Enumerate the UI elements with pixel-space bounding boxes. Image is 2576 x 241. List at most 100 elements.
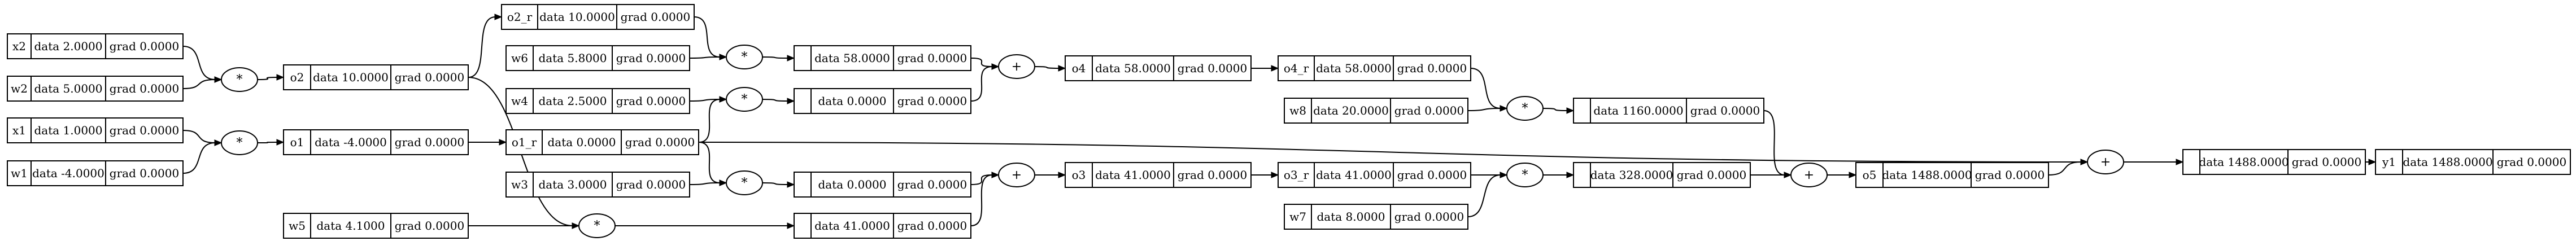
value-node-box bbox=[505, 88, 690, 114]
node-grad-value: grad 0.0000 bbox=[1394, 210, 1464, 224]
op-symbol: * bbox=[742, 176, 748, 190]
op-node-ellipse bbox=[998, 54, 1035, 79]
op-node-op-s6: + bbox=[2087, 150, 2124, 174]
edge-arrowhead bbox=[214, 139, 223, 146]
edge-arrowhead bbox=[1500, 105, 1508, 112]
op-node-ellipse bbox=[998, 163, 1035, 187]
value-node-box bbox=[794, 45, 971, 71]
node-label: x1 bbox=[12, 124, 26, 137]
node-data-value: data 10.0000 bbox=[539, 10, 615, 24]
edge-arrowhead bbox=[214, 76, 223, 83]
op-node-op-m6: * bbox=[726, 45, 763, 69]
op-node-ellipse bbox=[578, 213, 616, 238]
node-label: o4 bbox=[1072, 62, 1086, 75]
node-grad-value: grad 0.0000 bbox=[897, 219, 967, 233]
edge-arrowhead bbox=[787, 98, 795, 104]
op-node-ellipse bbox=[1790, 163, 1828, 187]
op-symbol: * bbox=[594, 219, 600, 233]
node-data-value: data 58.0000 bbox=[1316, 62, 1392, 75]
edge-x2-to-op-o2 bbox=[182, 46, 216, 80]
op-node-op-o3: + bbox=[998, 163, 1035, 187]
edge-w3-to-op-m3 bbox=[689, 182, 721, 185]
node-label: w5 bbox=[289, 219, 306, 233]
edge-m6-to-op-o4 bbox=[970, 58, 993, 67]
node-data-value: data 41.0000 bbox=[814, 219, 890, 233]
value-node-box bbox=[501, 4, 695, 30]
node-grad-value: grad 0.0000 bbox=[897, 51, 967, 65]
edge-arrowhead bbox=[2080, 159, 2089, 165]
edge-o2-to-o2-r bbox=[468, 16, 496, 78]
edge-op-m6-to-m6 bbox=[762, 56, 788, 59]
edge-o2-r-to-op-m6 bbox=[694, 16, 721, 58]
value-node-box bbox=[7, 33, 184, 59]
op-node-op-o5: + bbox=[1790, 163, 1828, 187]
value-node-box bbox=[794, 172, 971, 198]
edge-arrowhead bbox=[787, 55, 795, 62]
edge-arrowhead bbox=[1566, 107, 1575, 114]
value-node-box bbox=[283, 64, 469, 90]
node-grad-value: grad 0.0000 bbox=[616, 94, 686, 108]
edge-x1-to-op-o1 bbox=[182, 130, 216, 143]
node-label: w3 bbox=[511, 178, 528, 191]
op-node-ellipse bbox=[1506, 163, 1544, 187]
node-label: w1 bbox=[11, 166, 28, 180]
node-grad-value: grad 0.0000 bbox=[1975, 168, 2045, 182]
node-data-value: data 58.0000 bbox=[1095, 62, 1171, 75]
node-grad-value: grad 0.0000 bbox=[2292, 155, 2361, 169]
node-label: o5 bbox=[1863, 168, 1877, 182]
node-grad-value: grad 0.0000 bbox=[897, 178, 967, 191]
value-node-box bbox=[1855, 162, 2049, 188]
value-node-box bbox=[505, 172, 690, 198]
edge-arrowhead bbox=[1566, 172, 1575, 178]
node-data-value: data 20.0000 bbox=[1313, 104, 1389, 117]
edge-arrowhead bbox=[719, 54, 727, 60]
node-grad-value: grad 0.0000 bbox=[2497, 155, 2566, 169]
node-grad-value: grad 0.0000 bbox=[621, 10, 690, 24]
value-node-box bbox=[7, 160, 184, 186]
edge-arrowhead bbox=[1058, 65, 1066, 72]
node-data-value: data 3.0000 bbox=[538, 178, 607, 191]
value-node-box bbox=[283, 129, 469, 155]
node-data-value: data 1.0000 bbox=[34, 124, 102, 137]
op-symbol: + bbox=[1012, 168, 1022, 182]
op-node-op-o2: * bbox=[221, 67, 258, 92]
node-label: w8 bbox=[1289, 104, 1306, 117]
node-data-value: data 5.8000 bbox=[538, 51, 607, 65]
node-label: o4_r bbox=[1284, 62, 1309, 75]
node-label: o3_r bbox=[1284, 168, 1309, 182]
edge-op-m4-to-m4 bbox=[762, 99, 788, 102]
value-node-box bbox=[794, 88, 971, 114]
node-label: y1 bbox=[2382, 155, 2396, 169]
node-data-value: data 41.0000 bbox=[1095, 168, 1171, 182]
edge-op-m8-to-m8 bbox=[1542, 108, 1568, 111]
node-label: o1 bbox=[290, 135, 304, 149]
edge-arrowhead bbox=[991, 63, 1000, 70]
edge-w4-to-op-m4 bbox=[689, 99, 721, 102]
op-symbol: * bbox=[237, 136, 243, 150]
edge-arrowhead bbox=[719, 96, 727, 103]
edge-arrowhead bbox=[494, 14, 503, 20]
edge-arrowhead bbox=[1271, 65, 1279, 72]
value-node-box bbox=[794, 213, 971, 239]
node-label: w2 bbox=[11, 82, 28, 95]
value-node-box bbox=[1065, 162, 1252, 188]
node-grad-value: grad 0.0000 bbox=[395, 135, 464, 149]
value-node-box bbox=[1573, 162, 1751, 188]
node-data-value: data 0.0000 bbox=[818, 94, 886, 108]
edge-arrowhead bbox=[1058, 172, 1066, 178]
node-data-value: data 2.0000 bbox=[34, 40, 102, 53]
value-node-box bbox=[1278, 55, 1471, 81]
op-node-ellipse bbox=[221, 130, 258, 155]
value-node-box bbox=[2182, 149, 2366, 175]
node-grad-value: grad 0.0000 bbox=[110, 166, 179, 180]
edge-arrowhead bbox=[1784, 172, 1792, 178]
value-node-box bbox=[7, 117, 184, 143]
